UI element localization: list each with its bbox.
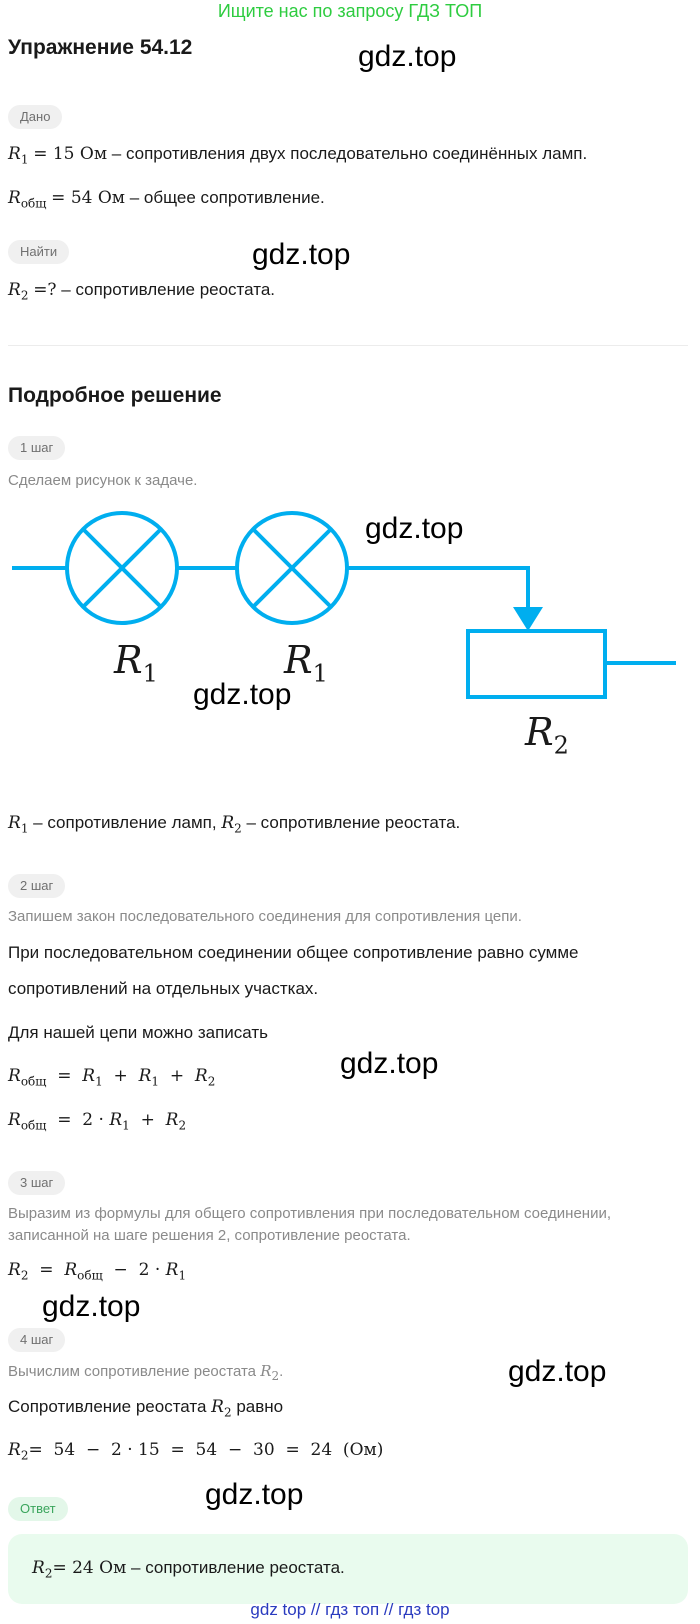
find-chip: Найти — [8, 240, 70, 264]
page-title: Упражнение 54.12 — [8, 36, 193, 59]
rheostat-label: R2 — [525, 710, 569, 760]
find-line: R2 =? – сопротивление реостата. — [8, 280, 276, 303]
watermark: gdz.top — [365, 512, 464, 545]
given-r1-line: R1 = 15 Ом – сопротивления двух последов… — [8, 144, 588, 167]
step3-hint: записанной на шаге решения 2, сопротивле… — [8, 1227, 411, 1244]
step2-text: При последовательном соединении общее со… — [8, 943, 579, 962]
bottom-links[interactable]: gdz top // гдз топ // гдз top — [250, 1600, 450, 1619]
watermark: gdz.top — [340, 1047, 439, 1080]
given-chip: Дано — [8, 105, 63, 129]
divider — [8, 345, 688, 346]
rheostat-body — [466, 629, 607, 699]
step1-note: R1 – сопротивление ламп, R2 – сопротивле… — [8, 813, 461, 836]
step1-hint: Сделаем рисунок к задаче. — [8, 472, 198, 489]
answer-box — [8, 1534, 688, 1604]
top-banner[interactable]: Ищите нас по запросу ГДЗ ТОП — [217, 1, 483, 21]
watermark: gdz.top — [193, 678, 292, 711]
step2-hint: Запишем закон последовательного соединен… — [8, 908, 522, 925]
watermark: gdz.top — [508, 1355, 607, 1388]
solution-title: Подробное решение — [8, 384, 222, 407]
watermark: gdz.top — [358, 40, 457, 73]
formula-calc: R2= 54 − 2 · 15 = 54 − 30 = 24 (Ом) — [8, 1440, 384, 1463]
watermark: gdz.top — [252, 238, 351, 271]
step1-chip: 1 шаг — [8, 436, 66, 460]
formula-r2: R2 = Rобщ − 2 · R1 — [8, 1260, 187, 1283]
circuit-diagram — [12, 511, 676, 699]
step4-hint: Вычислим сопротивление реостата R2. — [8, 1362, 284, 1383]
lamp-1-label: R1 — [114, 638, 158, 688]
step4-chip: 4 шаг — [8, 1328, 66, 1352]
given-rtotal-line: Rобщ = 54 Ом – общее сопротивление. — [8, 188, 325, 211]
formula-sum-2: Rобщ = 2 · R1 + R2 — [8, 1110, 187, 1133]
step3-hint: Выразим из формулы для общего сопротивле… — [8, 1205, 612, 1222]
step3-chip: 3 шаг — [8, 1171, 66, 1195]
lamp-2-label: R1 — [284, 638, 328, 688]
watermark: gdz.top — [205, 1478, 304, 1511]
step2-text: Для нашей цепи можно записать — [8, 1023, 269, 1042]
formula-sum: Rобщ = R1 + R1 + R2 — [8, 1066, 216, 1089]
rheostat-arrow — [513, 607, 543, 631]
step2-text: сопротивлений на отдельных участках. — [8, 979, 319, 998]
step2-chip: 2 шаг — [8, 874, 66, 898]
answer-chip: Ответ — [8, 1497, 68, 1521]
wire — [347, 566, 530, 607]
answer-text: R2= 24 Ом – сопротивление реостата. — [32, 1558, 345, 1581]
step4-text: Сопротивление реостата R2 равно — [8, 1397, 284, 1420]
watermark: gdz.top — [42, 1290, 141, 1323]
